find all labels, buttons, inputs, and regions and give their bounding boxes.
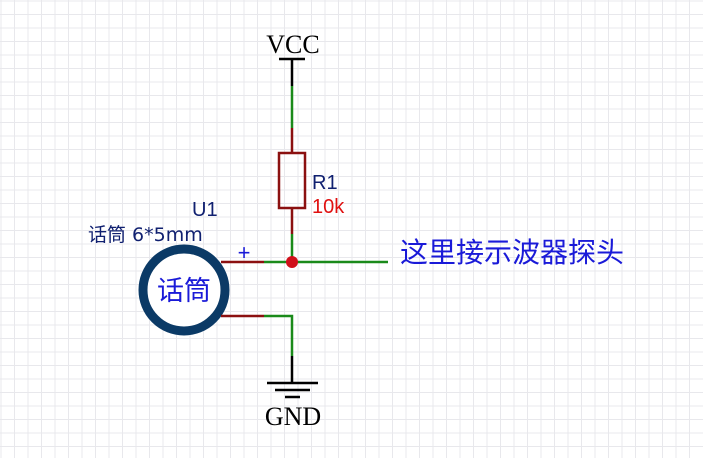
r1-designator: R1 [312, 172, 338, 194]
gnd-power-symbol[interactable]: GND [265, 356, 321, 431]
vcc-label: VCC [266, 30, 319, 59]
mic-ring [138, 244, 230, 336]
u1-designator: U1 [192, 199, 218, 221]
mic-plus-marker: + [238, 240, 251, 265]
u1-description: 话筒 6*5mm [88, 224, 203, 246]
r1-value: 10k [312, 196, 345, 218]
microphone-u1[interactable]: U1 话筒 6*5mm 话筒 + [88, 199, 264, 336]
gnd-label: GND [265, 402, 321, 431]
r1-body [277, 151, 307, 210]
wire-mic-gnd[interactable] [264, 314, 294, 356]
probe-note: 这里接示波器探头 [400, 236, 624, 269]
vcc-power-symbol[interactable]: VCC [266, 30, 320, 86]
junction-dot [286, 256, 298, 268]
resistor-r1[interactable]: R1 10k [277, 128, 345, 234]
mic-body-label: 话筒 [157, 276, 211, 307]
